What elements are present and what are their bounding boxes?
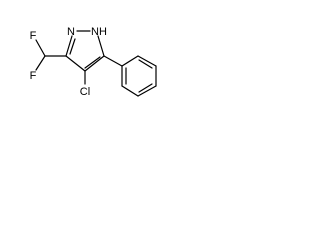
atom-label-nh: NH bbox=[91, 26, 107, 38]
bond-c5-phenyl bbox=[103, 55, 123, 67]
bond-c3-n1-double bbox=[69, 38, 76, 55]
bond-c5-c4-double bbox=[84, 56, 101, 69]
structure-canvas: N NH F F Cl bbox=[0, 0, 195, 122]
bond-ph-1-2 bbox=[121, 55, 139, 67]
bond-n2-c5 bbox=[97, 35, 105, 57]
atom-label-f-bottom: F bbox=[30, 70, 37, 82]
bond-ph-4-5-double bbox=[138, 83, 153, 93]
bond-ph-5-6 bbox=[121, 85, 139, 97]
molecule-structure: N NH F F Cl bbox=[30, 26, 157, 98]
bond-ph-4-5 bbox=[137, 85, 157, 97]
bond-c5-c4 bbox=[84, 55, 105, 72]
bond-c4-c3 bbox=[65, 55, 86, 72]
bond-c-f-bottom bbox=[35, 55, 46, 71]
bond-c3-n1 bbox=[65, 35, 73, 57]
bond-ph-2-3 bbox=[137, 55, 157, 67]
atom-label-n: N bbox=[67, 26, 75, 38]
bond-ph-2-3-double bbox=[138, 59, 153, 69]
bond-c-f-top bbox=[35, 39, 46, 57]
atom-label-cl: Cl bbox=[80, 86, 90, 98]
atom-label-f-top: F bbox=[30, 30, 37, 42]
